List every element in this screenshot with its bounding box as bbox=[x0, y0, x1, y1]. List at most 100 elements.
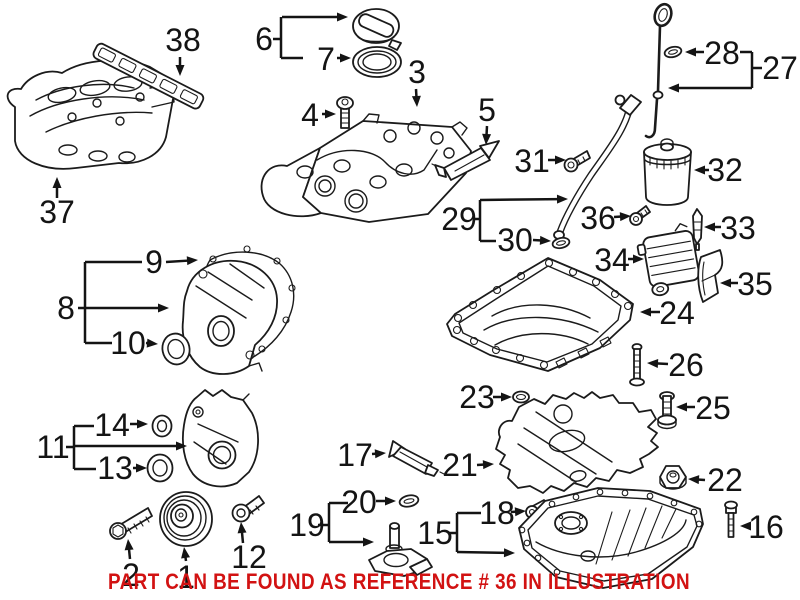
callout-ref-3: 3 bbox=[408, 54, 426, 90]
arrowhead bbox=[337, 12, 348, 22]
pan-bolt-25-part bbox=[657, 391, 677, 430]
arrowhead bbox=[685, 47, 696, 57]
leader-line bbox=[479, 197, 560, 202]
callout-ref-26: 26 bbox=[668, 347, 704, 383]
valve-cover-bolt-part bbox=[336, 96, 354, 129]
callout-ref-13: 13 bbox=[97, 450, 133, 486]
arrowhead bbox=[124, 539, 134, 551]
oring-20-part bbox=[398, 494, 420, 508]
arrowhead bbox=[704, 222, 715, 232]
callout-ref-31: 31 bbox=[514, 143, 550, 179]
arrowhead bbox=[676, 402, 687, 412]
pulley-bolt-part bbox=[109, 507, 153, 540]
arrowhead bbox=[325, 109, 336, 119]
callout-ref-18: 18 bbox=[479, 495, 515, 531]
pan-bolt-26-part bbox=[629, 343, 645, 387]
callout-ref-12: 12 bbox=[231, 539, 267, 575]
callout-ref-9: 9 bbox=[145, 244, 163, 280]
arrowhead bbox=[181, 547, 191, 559]
filler-cap-seal-part bbox=[352, 46, 402, 78]
arrowhead bbox=[482, 133, 492, 145]
leader-line bbox=[655, 362, 669, 366]
crank-seal-10-part bbox=[161, 332, 191, 366]
sealant-tube-lower-part bbox=[388, 440, 445, 477]
oil-filler-cap-part bbox=[352, 8, 402, 51]
callout-ref-15: 15 bbox=[417, 515, 453, 551]
callout-ref-14: 14 bbox=[94, 407, 130, 443]
drain-plug-part bbox=[659, 465, 687, 490]
oil-cooler-seal-part bbox=[697, 249, 724, 303]
callout-ref-17: 17 bbox=[337, 437, 373, 473]
callout-ref-30: 30 bbox=[497, 222, 533, 258]
callout-ref-32: 32 bbox=[707, 152, 743, 188]
arrowhead bbox=[175, 65, 185, 76]
callout-ref-24: 24 bbox=[659, 295, 695, 331]
tube-bolt-part bbox=[563, 150, 591, 173]
callout-ref-27: 27 bbox=[762, 50, 798, 86]
arrowhead bbox=[158, 303, 169, 313]
dipstick-part bbox=[644, 2, 673, 139]
arrowhead bbox=[556, 194, 568, 204]
callout-ref-4: 4 bbox=[301, 97, 319, 133]
callout-ref-1: 1 bbox=[177, 559, 195, 595]
callout-ref-33: 33 bbox=[720, 210, 756, 246]
arrowhead bbox=[501, 392, 512, 402]
oil-filter-part bbox=[643, 138, 692, 206]
callout-ref-11: 11 bbox=[36, 429, 69, 465]
lower-oil-pan-part bbox=[518, 487, 704, 589]
arrowhead bbox=[647, 359, 659, 369]
callout-ref-37: 37 bbox=[39, 194, 75, 230]
callout-ref-23: 23 bbox=[459, 379, 495, 415]
arrowhead bbox=[619, 212, 631, 222]
manifold-gasket-part bbox=[92, 42, 205, 110]
callout-ref-10: 10 bbox=[110, 325, 146, 361]
seal-14-part bbox=[151, 414, 173, 438]
arrowhead bbox=[482, 460, 494, 470]
arrowhead bbox=[340, 53, 351, 63]
arrowhead bbox=[539, 235, 551, 245]
callout-ref-35: 35 bbox=[737, 266, 773, 302]
arrowhead bbox=[186, 256, 198, 266]
sealant-tube-upper-part bbox=[431, 140, 500, 181]
oring-23-part bbox=[512, 390, 530, 404]
arrowhead bbox=[668, 83, 679, 93]
timing-cover-part bbox=[181, 259, 278, 375]
arrowhead bbox=[52, 177, 62, 188]
oil-cooler-part bbox=[636, 223, 700, 297]
callout-ref-7: 7 bbox=[317, 41, 335, 77]
callout-ref-21: 21 bbox=[442, 447, 478, 483]
leader-line bbox=[456, 550, 507, 555]
oil-baffle-part bbox=[368, 522, 433, 577]
callout-ref-25: 25 bbox=[695, 390, 731, 426]
valve-cover-part bbox=[260, 113, 472, 223]
callout-ref-29: 29 bbox=[441, 201, 477, 237]
upper-oil-pan-part bbox=[446, 257, 634, 372]
callout-ref-36: 36 bbox=[580, 200, 616, 236]
arrowhead bbox=[136, 463, 147, 473]
callout-ref-5: 5 bbox=[478, 92, 496, 128]
crankshaft-pulley-part bbox=[159, 491, 213, 547]
callout-ref-2: 2 bbox=[122, 557, 140, 593]
arrowhead bbox=[385, 496, 396, 506]
tube-oring-part bbox=[551, 236, 571, 250]
windage-tray-part bbox=[495, 391, 659, 494]
arrowhead bbox=[503, 548, 515, 558]
arrowhead bbox=[688, 475, 700, 485]
arrowhead bbox=[640, 307, 651, 317]
callout-ref-38: 38 bbox=[165, 22, 201, 58]
arrowhead bbox=[374, 449, 386, 459]
cover-bolt-part bbox=[231, 495, 265, 523]
caption-text: PART CAN BE FOUND AS REFERENCE # 36 IN I… bbox=[108, 569, 690, 594]
arrowhead bbox=[720, 278, 731, 288]
arrowhead bbox=[514, 507, 526, 517]
arrowhead bbox=[555, 155, 566, 165]
oil-cooler-bolt-part bbox=[629, 205, 651, 226]
arrowhead bbox=[694, 165, 705, 175]
lower-timing-cover-part bbox=[181, 389, 259, 488]
callout-ref-34: 34 bbox=[594, 242, 630, 278]
arrowhead bbox=[237, 522, 247, 534]
leader-line bbox=[165, 259, 190, 264]
